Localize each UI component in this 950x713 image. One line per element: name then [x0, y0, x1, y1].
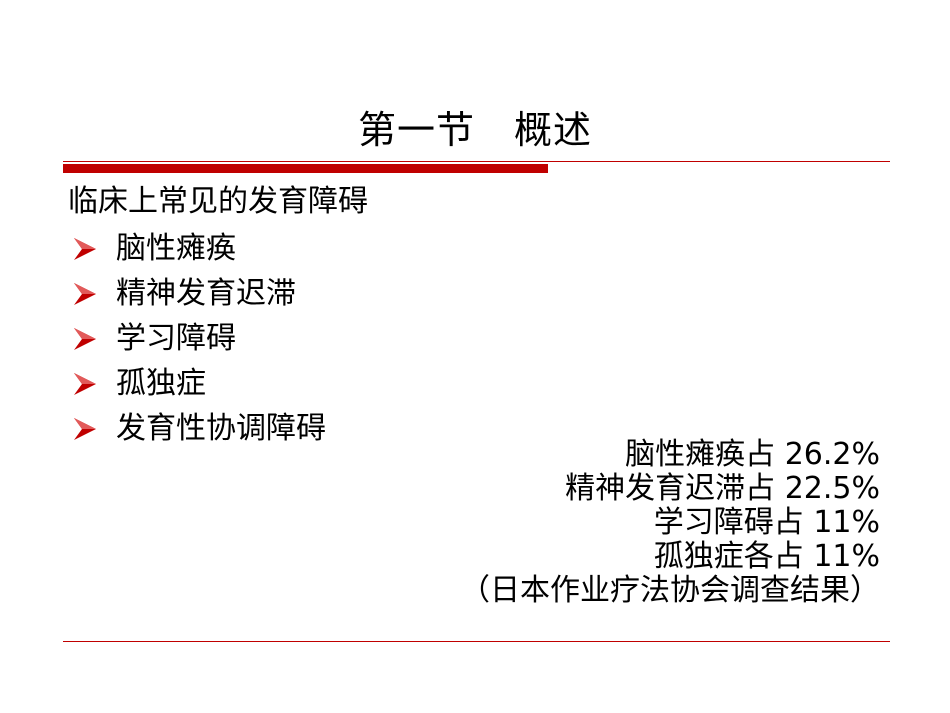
list-item: 孤独症 [70, 361, 326, 406]
list-item: 精神发育迟滞 [70, 271, 326, 316]
arrow-bullet-icon [74, 417, 96, 440]
list-item: 学习障碍 [70, 316, 326, 361]
title-divider-thin [63, 161, 890, 162]
stat-learning-disability: 学习障碍占 11% [653, 505, 880, 540]
arrow-bullet-icon [74, 327, 96, 350]
bullet-list: 脑性瘫痪 精神发育迟滞 学习障碍 孤独症 [70, 226, 326, 451]
bullet-label: 脑性瘫痪 [116, 230, 236, 266]
section-heading: 临床上常见的发育障碍 [68, 184, 368, 219]
title-divider-thick [63, 164, 548, 173]
statistics-block: 脑性瘫痪占 26.2% 精神发育迟滞占 22.5% 学习障碍占 11% 孤独症各… [420, 438, 880, 608]
source-note: （日本作业疗法协会调查结果） [460, 573, 880, 608]
list-item: 发育性协调障碍 [70, 406, 326, 451]
stat-cerebral-palsy: 脑性瘫痪占 26.2% [625, 437, 880, 472]
bullet-label: 孤独症 [116, 365, 206, 401]
slide-title: 第一节 概述 [357, 108, 592, 152]
arrow-bullet-icon [74, 372, 96, 395]
bullet-label: 精神发育迟滞 [116, 275, 296, 311]
arrow-bullet-icon [74, 282, 96, 305]
arrow-bullet-icon [74, 237, 96, 260]
bullet-label: 学习障碍 [116, 320, 236, 356]
list-item: 脑性瘫痪 [70, 226, 326, 271]
bullet-label: 发育性协调障碍 [116, 410, 326, 446]
bottom-divider [63, 641, 890, 642]
stat-intellectual-disability: 精神发育迟滞占 22.5% [565, 471, 880, 506]
stat-autism: 孤独症各占 11% [653, 539, 880, 574]
